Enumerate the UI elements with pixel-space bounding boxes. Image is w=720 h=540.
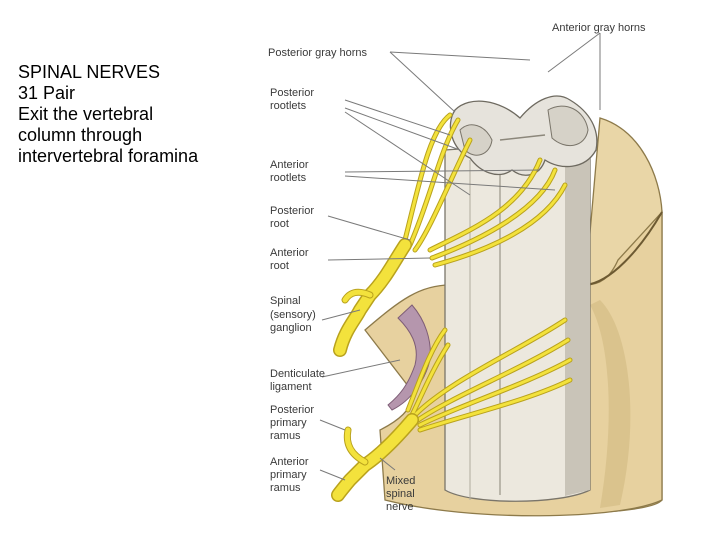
label-posterior-rootlets-2: rootlets — [270, 100, 307, 112]
label-spinal-ganglion-1: Spinal — [270, 295, 301, 307]
cord-shade — [565, 140, 590, 496]
label-anterior-gray-horns: Anterior gray horns — [552, 22, 646, 34]
label-posterior-gray-horns: Posterior gray horns — [268, 47, 368, 59]
label-mixed-spinal-nerve-2: spinal — [386, 488, 415, 500]
slide-line-pairs: 31 Pair — [18, 83, 258, 104]
slide-line-foramina: intervertebral foramina — [18, 146, 258, 167]
label-posterior-primary-ramus-1: Posterior — [270, 404, 314, 416]
slide-title: SPINAL NERVES — [18, 62, 258, 83]
label-posterior-rootlets-1: Posterior — [270, 87, 314, 99]
label-spinal-ganglion-2: (sensory) — [270, 309, 316, 321]
label-denticulate-ligament-1: Denticulate — [270, 368, 325, 380]
label-mixed-spinal-nerve-1: Mixed — [386, 475, 415, 487]
label-posterior-root-2: root — [270, 218, 289, 230]
label-mixed-spinal-nerve-3: nerve — [386, 501, 414, 513]
label-anterior-rootlets-1: Anterior — [270, 159, 309, 171]
label-anterior-rootlets-2: rootlets — [270, 172, 307, 184]
slide-text-block: SPINAL NERVES 31 Pair Exit the vertebral… — [18, 62, 258, 167]
label-posterior-primary-ramus-2: primary — [270, 417, 307, 429]
label-posterior-root-1: Posterior — [270, 205, 314, 217]
label-anterior-primary-ramus-3: ramus — [270, 482, 301, 494]
label-anterior-primary-ramus-1: Anterior — [270, 456, 309, 468]
label-posterior-primary-ramus-3: ramus — [270, 430, 301, 442]
label-anterior-primary-ramus-2: primary — [270, 469, 307, 481]
label-denticulate-ligament-2: ligament — [270, 381, 312, 393]
label-anterior-root-2: root — [270, 260, 289, 272]
label-spinal-ganglion-3: ganglion — [270, 322, 312, 334]
spinal-cord-illustration: Anterior gray horns Posterior gray horns… — [262, 8, 702, 520]
slide-line-column: column through — [18, 125, 258, 146]
label-anterior-root-1: Anterior — [270, 247, 309, 259]
slide-line-exit: Exit the vertebral — [18, 104, 258, 125]
